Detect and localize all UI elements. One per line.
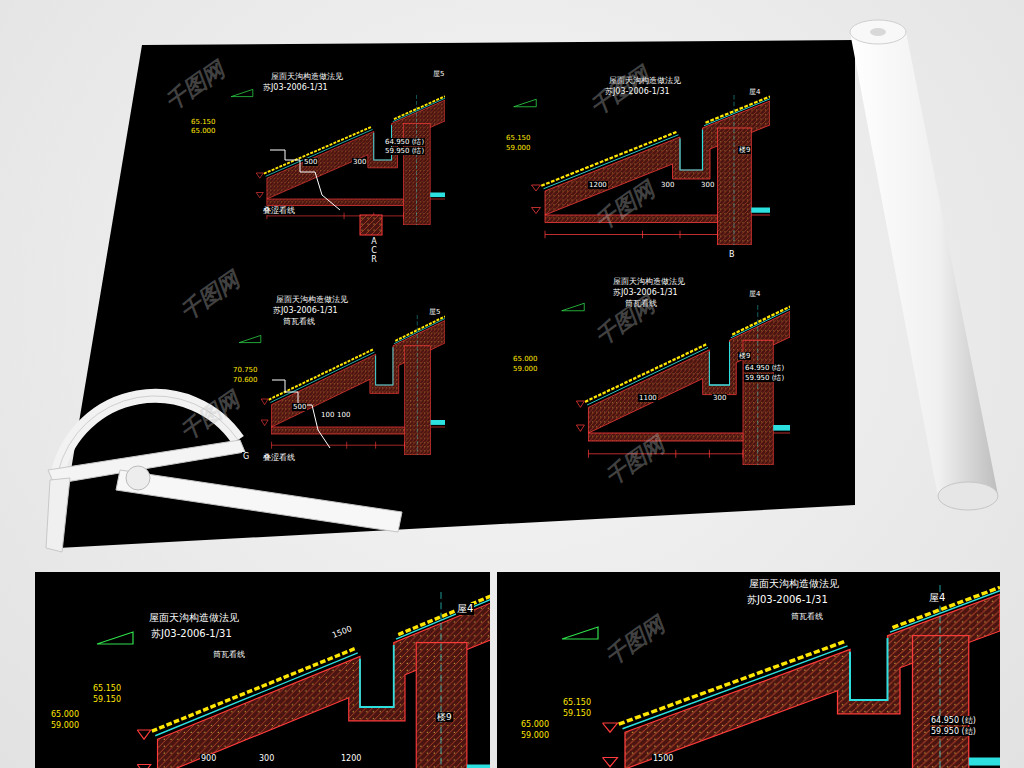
dimension-label: 300	[352, 158, 367, 166]
elevation-label: 59.000	[512, 365, 539, 373]
elevation-label: 65.000	[520, 720, 550, 729]
note-text: 筒瓦看线	[790, 612, 824, 621]
layer-tag: 屋4	[928, 592, 946, 604]
dimension-label: 100	[320, 411, 335, 419]
elevation-label: 65.150	[190, 118, 217, 126]
elevation-label: 70.600	[232, 376, 259, 384]
elevation-label: 59.000	[505, 144, 532, 152]
elevation-label: 65.150	[92, 684, 122, 693]
elevation-label: 59.950 (结)	[744, 374, 785, 382]
elevation-label: 65.150	[505, 134, 532, 142]
layer-tag: 屋4	[748, 88, 761, 96]
standard-ref: 苏J03-2006-1/31	[262, 83, 329, 92]
layer-tag: 楼9	[738, 352, 751, 360]
note-text: 屋面天沟构造做法见	[748, 578, 840, 590]
dimension-label: 300	[712, 394, 727, 402]
standard-ref: 苏J03-2006-1/31	[150, 628, 233, 640]
dimension-label: 1200	[588, 181, 608, 189]
elevation-label: 70.750	[232, 366, 259, 374]
dimension-label: 100	[336, 411, 351, 419]
layer-tag: 楼9	[436, 712, 453, 722]
elevation-label: 65.000	[50, 710, 80, 719]
elevation-label: 59.150	[562, 709, 592, 718]
standard-ref: 苏J03-2006-1/31	[272, 306, 339, 315]
dimension-label: 500	[303, 158, 318, 166]
note-text: 屋面天沟构造做法见	[275, 295, 349, 304]
note-text: 屋面天沟构造做法见	[148, 612, 240, 624]
elevation-label: 59.950 (结)	[930, 727, 977, 736]
layer-tag: 屋5	[428, 308, 441, 316]
elevation-label: 65.000	[512, 355, 539, 363]
elevation-label: 65.000	[190, 127, 217, 135]
note-text: 筒瓦看线	[212, 650, 246, 659]
layer-tag: 屋4	[456, 603, 474, 615]
elevation-label: 59.950 (结)	[384, 147, 425, 155]
dimension-label: 300	[700, 181, 715, 189]
dimension-label: 1100	[638, 394, 658, 402]
note-text: 屋面天沟构造做法见	[612, 277, 686, 286]
elevation-label: 59.000	[50, 721, 80, 730]
note-text: 筒瓦看线	[282, 317, 316, 326]
axis-label: G	[242, 452, 250, 461]
elevation-label: 64.950 (结)	[744, 364, 785, 372]
elevation-label: 65.150	[562, 698, 592, 707]
layer-tag: 楼9	[738, 146, 751, 154]
layer-tag: 屋4	[748, 290, 761, 298]
dimension-label: 500	[292, 403, 307, 411]
axis-label: B	[728, 250, 736, 259]
dimension-label: 1500	[652, 754, 674, 763]
standard-ref: 苏J03-2006-1/31	[746, 594, 829, 606]
dimension-label: 1200	[340, 754, 362, 763]
note-text: 屋面天沟构造做法见	[270, 72, 344, 81]
note-text: 叠涩看线	[262, 453, 296, 462]
elevation-label: 64.950 (结)	[384, 138, 425, 146]
dimension-label: 300	[660, 181, 675, 189]
axis-label: ACR	[369, 238, 379, 264]
layer-tag: 屋5	[432, 70, 445, 78]
note-text: 叠涩看线	[262, 206, 296, 215]
dimension-label: 300	[258, 754, 275, 763]
dimension-label: 900	[200, 754, 217, 763]
elevation-label: 59.150	[92, 695, 122, 704]
elevation-label: 64.950 (结)	[930, 716, 977, 725]
elevation-label: 59.000	[520, 731, 550, 740]
